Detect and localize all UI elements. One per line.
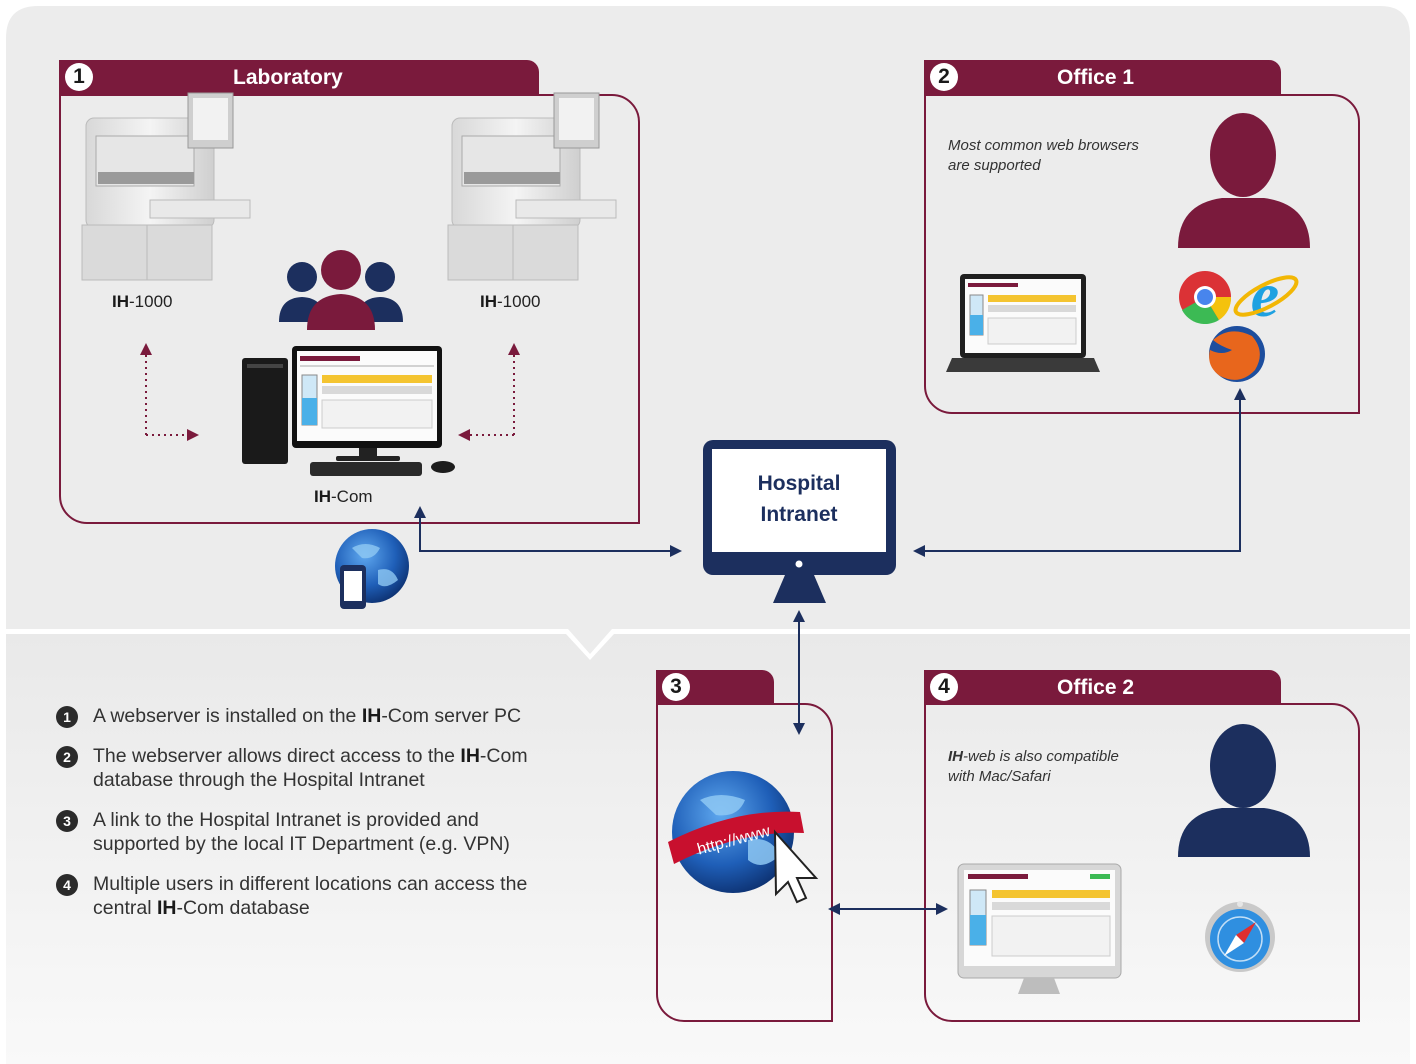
svg-text:e: e	[1251, 259, 1279, 330]
laboratory-tab: 1 Laboratory	[59, 60, 539, 94]
user-icon	[1178, 724, 1310, 857]
globe-mobile-icon	[335, 529, 409, 609]
list-item: 2 The webserver allows direct access to …	[56, 744, 546, 792]
office2-tab: 4 Office 2	[924, 670, 1281, 704]
ih1000-left-label: IH-1000	[112, 292, 173, 311]
explanation-list: 1 A webserver is installed on the IH-Com…	[56, 704, 546, 936]
hospital-intranet-label: Hospital Intranet	[757, 472, 841, 526]
step-number-1: 1	[65, 63, 93, 91]
users-group-icon	[279, 250, 403, 330]
vpn-tab: 3	[656, 670, 774, 704]
step-number-3: 3	[662, 673, 690, 701]
list-item: 3 A link to the Hospital Intranet is pro…	[56, 808, 546, 856]
laptop-icon	[946, 274, 1100, 372]
vpn-panel	[656, 703, 833, 1022]
ihcom-label: IH-Com	[314, 487, 373, 506]
monitor-icon	[703, 440, 896, 603]
firefox-icon	[1209, 326, 1265, 382]
cursor-icon	[773, 829, 819, 904]
step-number-4: 4	[930, 673, 958, 701]
dotted-link-right	[458, 343, 520, 441]
dotted-link-left	[140, 343, 199, 441]
lab-analyzer-icon	[81, 92, 251, 281]
internet-explorer-icon: e	[1233, 259, 1299, 330]
chrome-icon	[1179, 271, 1232, 325]
laboratory-panel	[59, 94, 640, 524]
desktop-pc-icon	[242, 346, 455, 476]
user-icon	[1178, 113, 1310, 248]
office1-title: Office 1	[1057, 66, 1135, 89]
lab-analyzer-icon	[447, 92, 617, 281]
office2-title: Office 2	[1057, 676, 1135, 699]
laboratory-title: Laboratory	[233, 66, 343, 89]
globe-www-icon: http://www	[668, 771, 804, 893]
office1-tab: 2 Office 1	[924, 60, 1281, 94]
step-number-2: 2	[930, 63, 958, 91]
monitor-icon	[957, 863, 1122, 994]
list-item: 1 A webserver is installed on the IH-Com…	[56, 704, 546, 728]
network-connections	[414, 388, 1246, 915]
office2-panel	[924, 703, 1360, 1022]
office2-note: IH-web is also compatible with Mac/Safar…	[948, 748, 1119, 785]
list-item: 4 Multiple users in different locations …	[56, 872, 546, 920]
office1-note: Most common web browsers are supported	[948, 137, 1139, 174]
safari-icon	[1205, 901, 1275, 972]
ih1000-right-label: IH-1000	[480, 292, 541, 311]
